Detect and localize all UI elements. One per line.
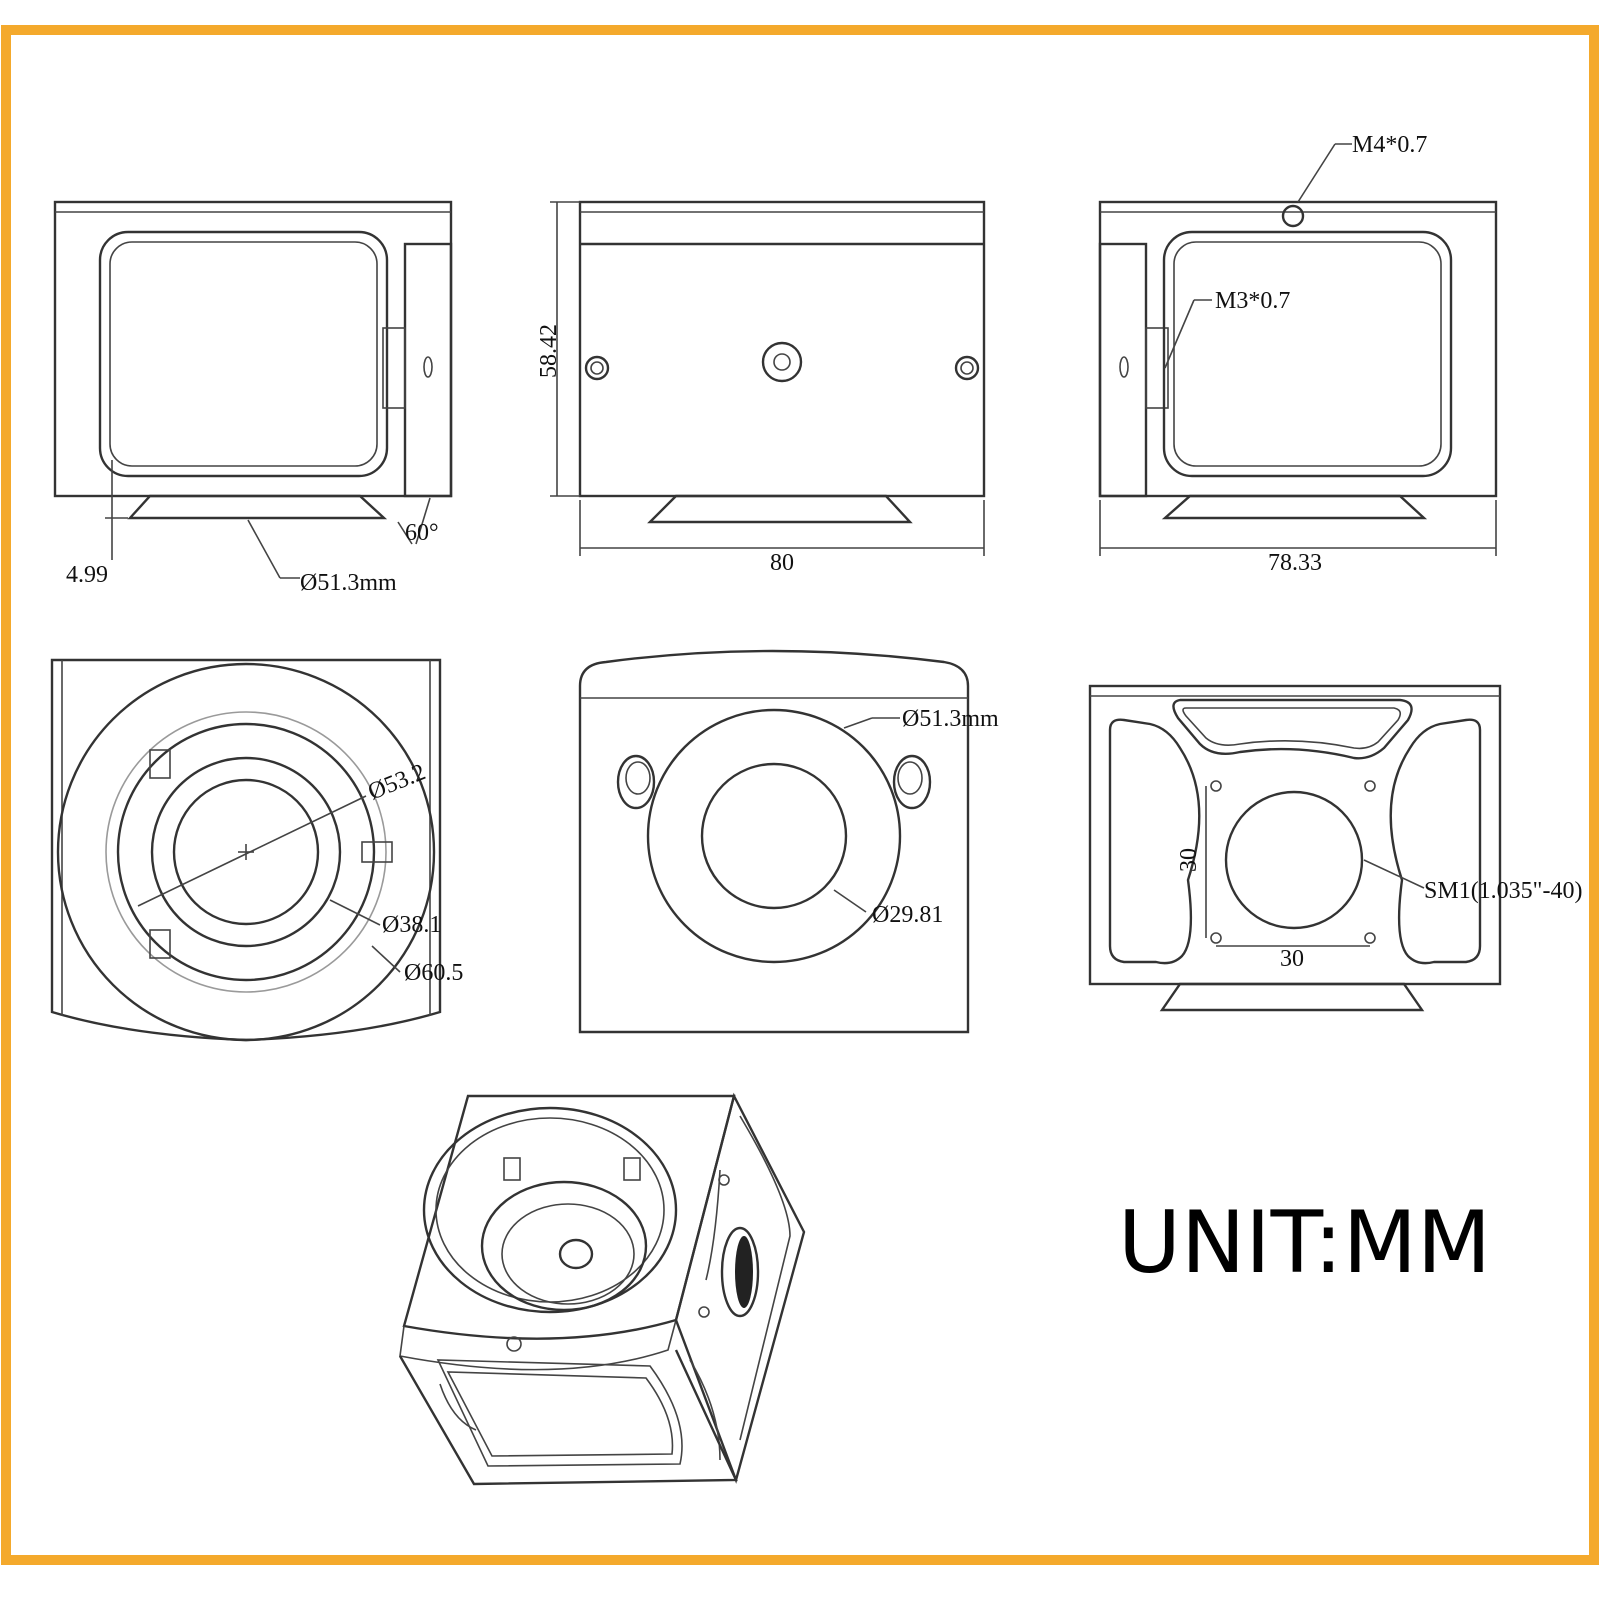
diameter-60-label: Ø60.5 <box>404 960 463 986</box>
page-border <box>1 25 1599 1565</box>
unit-label: UNIT:MM <box>1118 1193 1491 1293</box>
side-view-left <box>53 200 453 579</box>
diameter-51-mid-label: Ø51.3mm <box>902 706 999 732</box>
width-label-side: 78.33 <box>1268 550 1322 576</box>
offset-label: 4.99 <box>66 562 108 588</box>
thread-m4-label: M4*0.7 <box>1352 132 1427 158</box>
diameter-53-label: Ø53.2 <box>365 759 430 805</box>
height-label: 58.42 <box>536 324 562 378</box>
sm1-face-view <box>1088 684 1502 1012</box>
width-label-front: 80 <box>770 550 794 576</box>
side-view-right <box>1098 143 1498 556</box>
front-view <box>550 200 986 556</box>
sm1-thread-label: SM1(1.035"-40) <box>1424 878 1582 904</box>
isometric-view <box>398 1092 806 1486</box>
thread-m3-label: M3*0.7 <box>1215 288 1290 314</box>
diameter-38-label: Ø38.1 <box>382 912 441 938</box>
diameter-label-left: Ø51.3mm <box>300 570 397 596</box>
hole-spacing-vertical-label: 30 <box>1176 848 1202 872</box>
bottom-face-view <box>578 649 970 1034</box>
angle-label: 60° <box>405 520 439 546</box>
diameter-29-label: Ø29.81 <box>872 902 943 928</box>
port-face-view <box>50 658 442 1042</box>
hole-spacing-horizontal-label: 30 <box>1280 946 1304 972</box>
